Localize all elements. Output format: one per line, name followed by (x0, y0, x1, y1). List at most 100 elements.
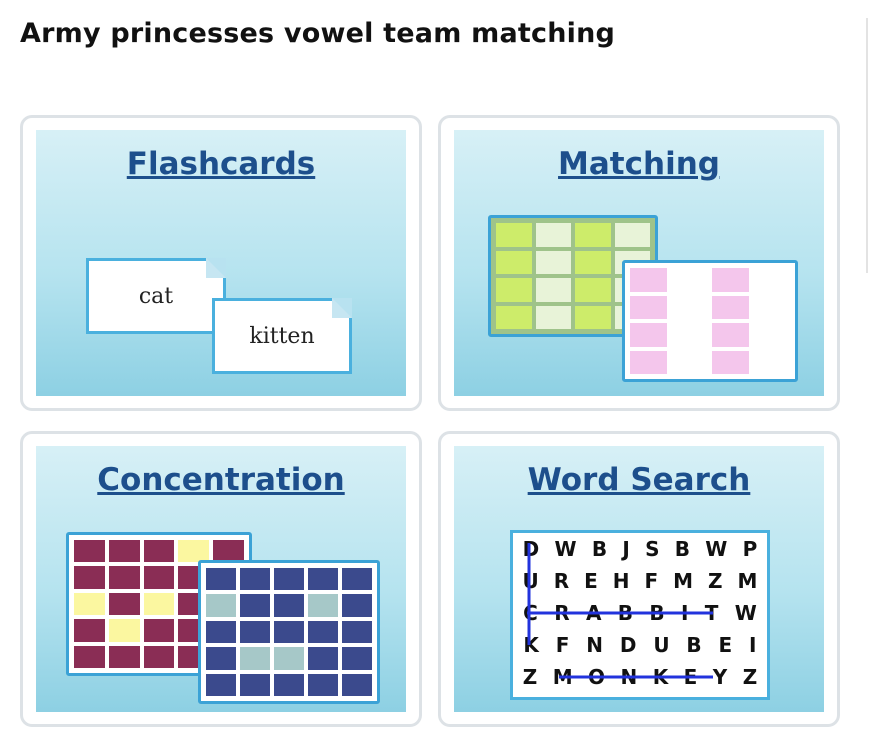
word-search-letter: N (586, 633, 604, 657)
matching-tile (575, 305, 611, 329)
word-search-letter: P (742, 537, 758, 561)
page-title: Army princesses vowel team matching (20, 18, 616, 49)
concentration-tile (178, 540, 210, 563)
matching-tile (712, 323, 749, 347)
matching-tile (630, 268, 667, 292)
word-search-letter: D (522, 537, 540, 561)
concentration-tile (342, 568, 372, 591)
matching-tile (614, 223, 650, 247)
concentration-tile (342, 647, 372, 670)
matching-link[interactable]: Matching (558, 146, 720, 182)
flashcard-word: kitten (249, 323, 315, 349)
concentration-tile (274, 594, 304, 617)
flashcard-back: kitten (212, 298, 352, 374)
concentration-tile (308, 673, 338, 696)
word-search-letter: B (649, 601, 665, 625)
concentration-tile (308, 594, 338, 617)
word-search-letter: B (617, 601, 634, 625)
concentration-tile (143, 566, 175, 589)
concentration-tile (240, 647, 270, 670)
matching-tile (671, 350, 708, 374)
concentration-tile (74, 619, 105, 642)
activity-card-concentration[interactable]: Concentration (20, 431, 422, 727)
concentration-tile (308, 647, 338, 670)
word-search-letter: O (588, 665, 606, 689)
word-search-letter: Z (708, 569, 723, 593)
flashcard-word: cat (138, 283, 174, 309)
matching-tile (496, 278, 532, 302)
word-search-letter: E (584, 569, 598, 593)
concentration-tile (274, 647, 304, 670)
word-search-letter: W (734, 601, 757, 625)
word-search-letter: R (554, 601, 570, 625)
activity-card-matching[interactable]: Matching (438, 115, 840, 411)
word-search-letter: B (674, 537, 690, 561)
word-search-letter: T (704, 601, 719, 625)
concentration-tile (274, 673, 304, 696)
matching-tile (535, 250, 571, 274)
scrollbar-track[interactable] (866, 18, 868, 273)
word-search-letter: C (523, 601, 538, 625)
concentration-tile (143, 592, 175, 616)
flashcards-link[interactable]: Flashcards (126, 146, 316, 182)
concentration-tile (108, 566, 140, 589)
concentration-tile (143, 540, 175, 563)
concentration-tile (308, 620, 338, 644)
word-search-letter: E (718, 633, 733, 657)
matching-tile (753, 350, 790, 374)
matching-tile (575, 223, 611, 247)
concentration-tile (206, 673, 236, 696)
card-panel: Concentration (36, 446, 406, 712)
concentration-tile (143, 619, 175, 642)
word-search-letter: F (555, 633, 570, 657)
word-search-letter: B (591, 537, 608, 561)
word-search-letter: W (705, 537, 728, 561)
matching-tile (496, 305, 532, 329)
concentration-tile (108, 645, 140, 668)
word-search-letter: U (522, 569, 539, 593)
word-search-letter: A (585, 601, 602, 625)
matching-tile (575, 278, 611, 302)
activity-card-flashcards[interactable]: Flashcards cat kitten (20, 115, 422, 411)
concentration-tile (74, 566, 105, 589)
concentration-tile (240, 673, 270, 696)
concentration-tile (108, 592, 140, 616)
word-search-letter: B (686, 633, 702, 657)
concentration-tile (74, 592, 105, 616)
word-search-letter: D (619, 633, 637, 657)
concentration-tile (274, 568, 304, 591)
word-search-letter: F (644, 569, 659, 593)
word-search-letter: N (620, 665, 638, 689)
matching-tile (671, 268, 708, 292)
matching-tile (712, 295, 749, 319)
concentration-tile (213, 540, 244, 563)
concentration-tile (108, 619, 140, 642)
word-search-link[interactable]: Word Search (527, 462, 751, 498)
word-search-letter: K (652, 665, 669, 689)
matching-tile (753, 295, 790, 319)
concentration-tile (274, 620, 304, 644)
page-fold-icon (332, 298, 352, 318)
matching-tile (671, 323, 708, 347)
word-search-letter: M (552, 665, 573, 689)
word-search-letter: M (737, 569, 758, 593)
concentration-tile (342, 620, 372, 644)
concentration-grid-preview-navy (198, 560, 380, 704)
word-search-letter: U (653, 633, 670, 657)
concentration-link[interactable]: Concentration (97, 462, 345, 498)
concentration-tile (240, 594, 270, 617)
card-panel: Flashcards cat kitten (36, 130, 406, 396)
matching-tile (712, 350, 749, 374)
matching-tile (575, 250, 611, 274)
concentration-tile (143, 645, 175, 668)
flashcard-front: cat (86, 258, 226, 334)
matching-tile (712, 268, 749, 292)
word-search-letter: I (680, 601, 689, 625)
matching-tile (671, 295, 708, 319)
